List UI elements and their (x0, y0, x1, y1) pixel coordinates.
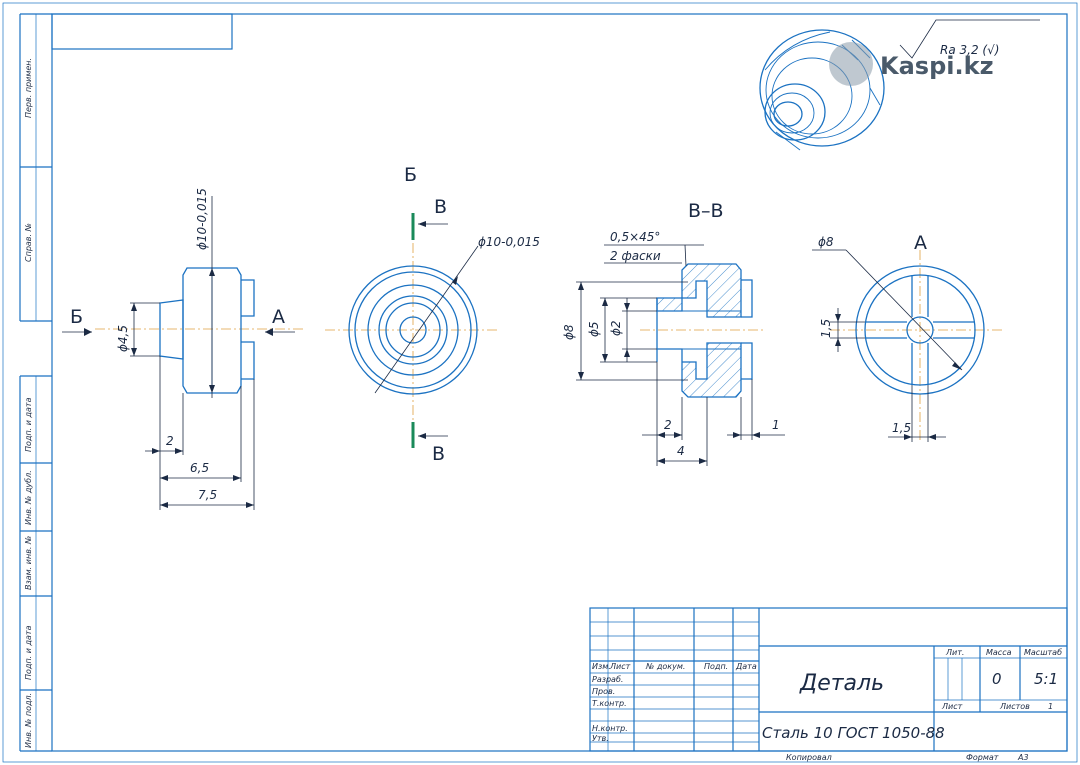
side-hub-diameter-label: ϕ4,5 (116, 325, 130, 352)
chamfer-count-label: 2 фаски (610, 249, 661, 263)
tb-podp: Подп. (704, 662, 728, 671)
tb-izm: Изм. (592, 662, 611, 671)
sec-len-4: 4 (677, 444, 685, 458)
stamp-sprav: Справ. № (24, 223, 33, 262)
roughness-text: Ra 3,2 (√) (940, 43, 999, 57)
stamp-podp-data-2: Подп. и дата (24, 625, 33, 680)
top-left-code-box (51, 13, 233, 50)
side-len-7-5: 7,5 (198, 488, 217, 502)
sec-d8-label: ϕ8 (562, 324, 576, 340)
chamfer-label: 0,5×45° (610, 230, 660, 244)
tb-mass-value: 0 (992, 670, 1002, 688)
tb-nkontr: Н.контр. (592, 724, 628, 733)
front-view: ϕ10-0,015 Б В В (325, 164, 540, 465)
cut-mark-top: В (434, 196, 447, 218)
tb-scale: Масштаб (1024, 648, 1062, 657)
view-a-title: А (914, 232, 927, 254)
tb-prov: Пров. (592, 687, 615, 696)
view-a: А ϕ8 1,5 1,5 (812, 232, 1005, 442)
tb-copied: Копировал (786, 753, 832, 762)
tb-mass: Масса (986, 648, 1012, 657)
sec-d2-label: ϕ2 (609, 320, 623, 336)
section-title: В–В (688, 200, 724, 222)
tb-tkontr: Т.контр. (592, 699, 627, 708)
front-view-title: Б (404, 164, 417, 186)
sec-len-2: 2 (664, 418, 672, 432)
tb-lit: Лит. (945, 648, 964, 657)
tb-sheets: Листов (999, 702, 1030, 711)
watermark-text: Kaspi.kz (880, 52, 994, 80)
tb-utv: Утв. (592, 734, 609, 743)
stamp-perv-primen: Перв. примен. (24, 58, 33, 118)
side-diameter-label: ϕ10-0,015 (195, 188, 209, 250)
sec-len-1: 1 (772, 418, 780, 432)
kaspi-watermark: Kaspi.kz (829, 42, 994, 86)
side-stamp: Перв. примен. Справ. № Подп. и дата Инв.… (19, 13, 52, 752)
side-len-6-5: 6,5 (190, 461, 209, 475)
cut-mark-bottom: В (432, 443, 445, 465)
roughness-mark: Ra 3,2 (√) (899, 19, 1040, 59)
tb-scale-value: 5:1 (1034, 670, 1058, 688)
view-b-label: Б (70, 306, 83, 328)
section-view: В–В 0,5×45° 2 фаски ϕ8 ϕ5 (562, 200, 785, 466)
stamp-podp-data-1: Подп. и дата (24, 397, 33, 452)
view-a-label: А (272, 306, 285, 328)
tb-name: Деталь (799, 671, 884, 696)
tb-sheets-value: 1 (1048, 702, 1053, 711)
a-slot-v-label: 1,5 (819, 319, 833, 338)
a-slot-h-label: 1,5 (892, 421, 911, 435)
tb-data: Дата (735, 662, 757, 671)
stamp-inv-podl: Инв. № подл. (24, 693, 33, 748)
tb-list: Лист (609, 662, 631, 671)
tb-format: Формат (966, 753, 999, 762)
tb-razrab: Разраб. (592, 675, 623, 684)
stamp-inv-dubl: Инв. № дубл. (24, 470, 33, 525)
tb-material: Сталь 10 ГОСТ 1050-88 (762, 724, 945, 742)
inner-frame (51, 13, 1068, 752)
tb-sheet: Лист (941, 702, 963, 711)
stamp-vzam-inv: Взам. инв. № (24, 536, 33, 590)
tb-format-value: А3 (1017, 753, 1029, 762)
sec-d5-label: ϕ5 (587, 321, 601, 337)
front-diameter-label: ϕ10-0,015 (478, 235, 540, 249)
title-block: Изм. Лист № докум. Подп. Дата Разраб. Пр… (589, 607, 1068, 762)
tb-ndokum: № докум. (645, 662, 685, 671)
side-len-2: 2 (166, 434, 174, 448)
side-view: Б А ϕ10-0,015 ϕ4,5 2 6,5 7,5 (62, 188, 305, 510)
a-d8-label: ϕ8 (818, 235, 834, 249)
